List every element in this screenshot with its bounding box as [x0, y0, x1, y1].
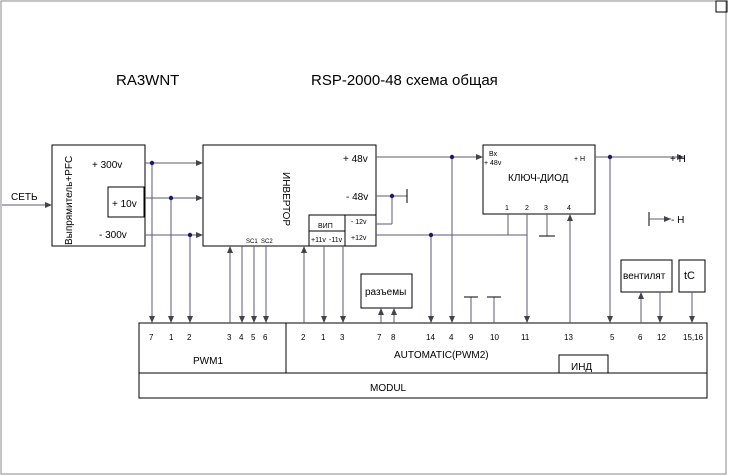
corner-checkbox[interactable]: [715, 0, 728, 13]
key-diode-label: КЛЮЧ-ДИОД: [508, 173, 569, 184]
pwm1-pin-5: 5: [251, 333, 256, 342]
auto-pin-3: 3: [340, 333, 345, 342]
ind-label: ИНД: [571, 362, 592, 373]
mains-input-label: СЕТЬ: [11, 192, 38, 203]
temp-block: [678, 259, 706, 293]
rectifier-out-minus: - 300v: [99, 230, 127, 241]
pwm1-pin-4: 4: [239, 333, 244, 342]
connectors-label: разъемы: [365, 287, 406, 298]
auto-pin-4: 4: [449, 333, 454, 342]
fan-label: вентилят: [623, 271, 666, 282]
rectifier-out-mid: + 10v: [112, 199, 137, 210]
pwm1-pin-6: 6: [263, 333, 268, 342]
plus-h-output-label: + H: [670, 154, 686, 165]
auto-pin-11: 11: [521, 333, 530, 342]
pwm1-pin-2: 2: [187, 333, 192, 342]
temp-label: tC: [684, 270, 695, 282]
inverter-out-plus48: + 48v: [343, 154, 368, 165]
rectifier-out-plus: + 300v: [92, 160, 122, 171]
diagram-heading: RSP-2000-48 схема общая: [311, 72, 498, 89]
vip-plus11: +11v: [311, 237, 326, 244]
pwm1-pin-7: 7: [149, 333, 154, 342]
vip-plus12: +12v: [351, 235, 367, 242]
pwm1-pin-1: 1: [169, 333, 174, 342]
auto-pin-6: 6: [638, 333, 643, 342]
vip-minus11: -11v: [329, 237, 343, 244]
auto-pin-10: 10: [490, 333, 499, 342]
auto-pin-12: 12: [657, 333, 666, 342]
auto-pin-15-16: 15,16: [683, 333, 704, 342]
modul-label: MODUL: [370, 383, 407, 394]
key-diode-pin-4: 4: [567, 205, 571, 212]
modul-block: [138, 322, 708, 399]
pwm1-pin-3: 3: [227, 333, 232, 342]
automatic-label: AUTOMATIC(PWM2): [394, 350, 489, 361]
pwm1-label: PWM1: [193, 356, 223, 367]
key-diode-in-voltage: + 48v: [484, 160, 502, 167]
auto-pin-5: 5: [610, 333, 615, 342]
key-diode-out-label: + H: [574, 156, 585, 163]
minus-h-output-label: - H: [671, 215, 684, 226]
rectifier-10v-box: [107, 186, 145, 218]
vip-minus12: - 12v: [351, 219, 367, 226]
rectifier-label: Выпрямитель+PFC: [64, 156, 75, 245]
key-diode-pin-1: 1: [505, 205, 509, 212]
auto-pin-7: 7: [377, 333, 382, 342]
key-diode-pin-3: 3: [544, 205, 548, 212]
rectifier-block: [51, 144, 146, 247]
vip-label: ВИП: [318, 223, 333, 230]
ind-block: [558, 354, 609, 374]
auto-pin-9: 9: [469, 333, 474, 342]
auto-pin-8: 8: [391, 333, 396, 342]
inverter-out-minus48: - 48v: [346, 192, 368, 203]
author-label: RA3WNT: [116, 72, 179, 89]
key-diode-pin-2: 2: [525, 205, 529, 212]
connectors-block: [360, 273, 413, 309]
junction-dots: [149, 154, 613, 238]
key-diode-block: [482, 144, 596, 215]
auto-pin-14: 14: [426, 333, 435, 342]
auto-pin-2: 2: [301, 333, 306, 342]
inverter-sc1: SC1: [246, 239, 258, 245]
auto-pin-1: 1: [321, 333, 326, 342]
inverter-sc2: SC2: [261, 239, 273, 245]
fan-block: [620, 259, 673, 293]
inverter-label: ИНВЕРТОР: [280, 172, 291, 226]
key-diode-in-label: Вх: [489, 151, 498, 158]
auto-pin-13: 13: [564, 333, 573, 342]
